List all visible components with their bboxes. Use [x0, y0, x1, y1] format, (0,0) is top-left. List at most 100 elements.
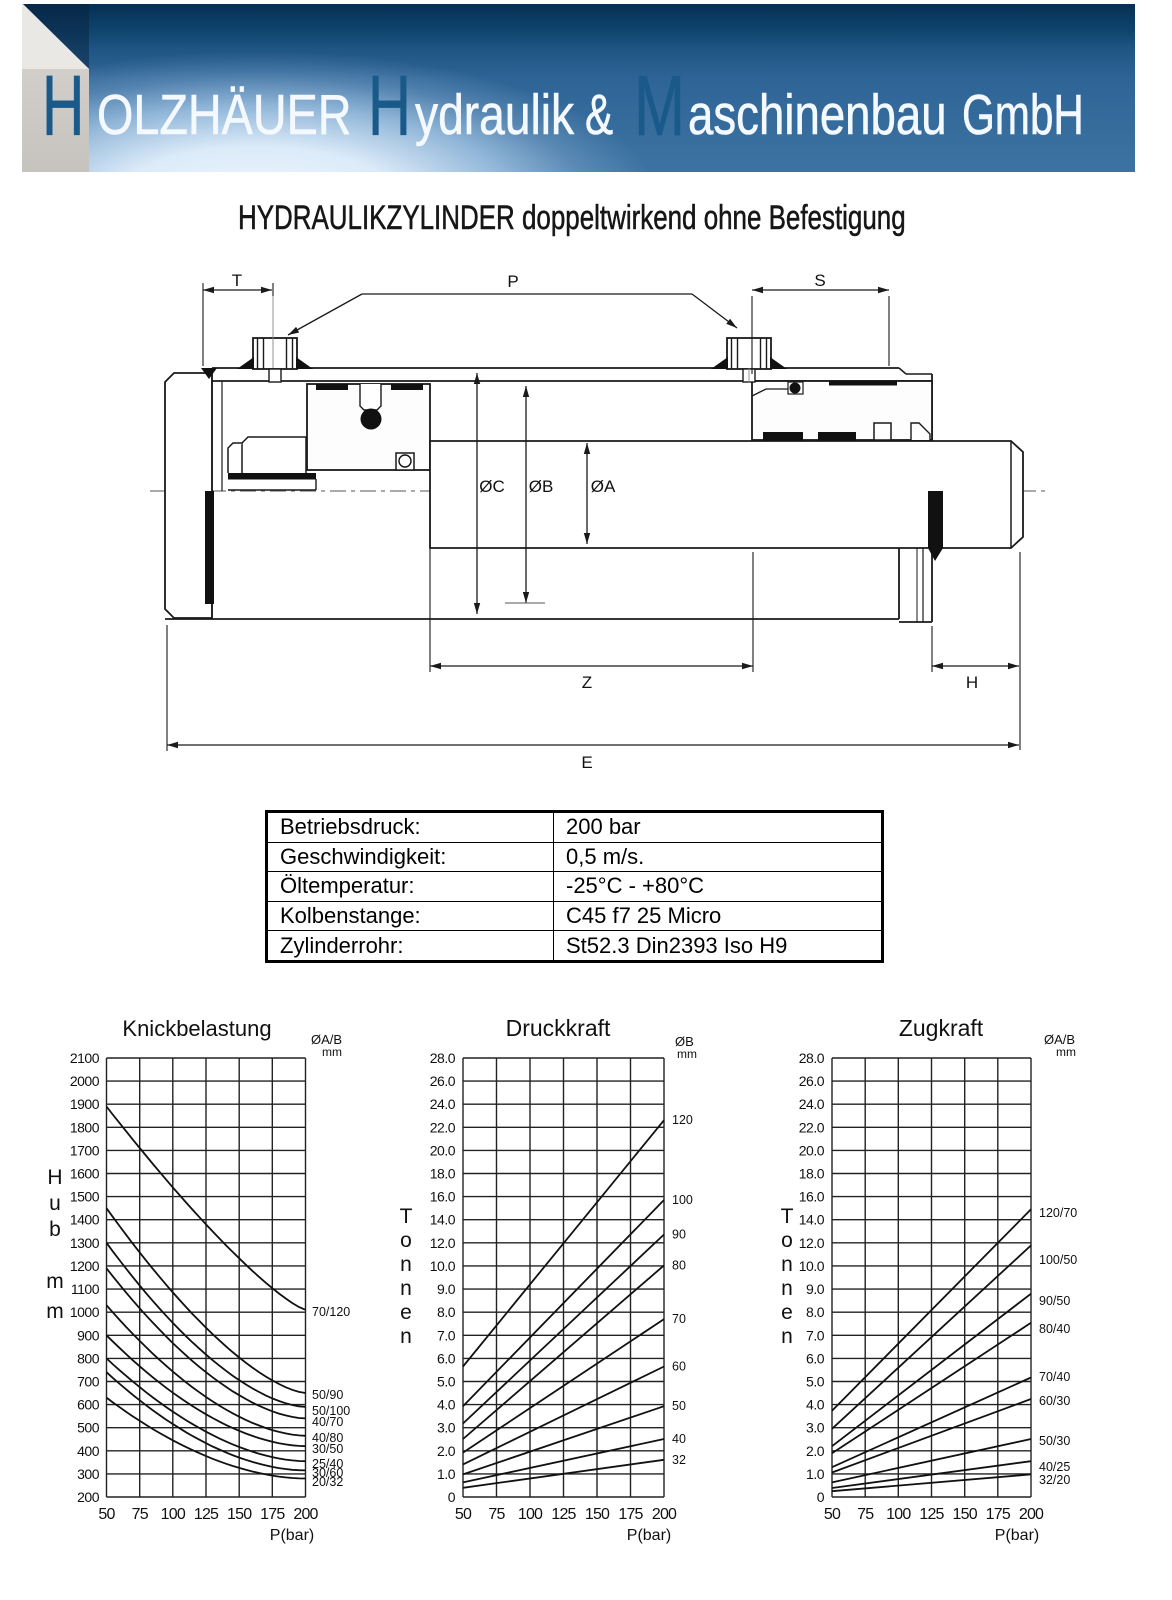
svg-text:40/80: 40/80 [312, 1431, 343, 1445]
svg-text:P(bar): P(bar) [270, 1527, 314, 1544]
svg-text:u: u [49, 1192, 61, 1215]
svg-text:30/60: 30/60 [312, 1466, 343, 1480]
svg-text:100: 100 [518, 1506, 543, 1523]
svg-text:mm: mm [1056, 1045, 1076, 1059]
svg-text:80: 80 [672, 1258, 686, 1272]
svg-text:ØB: ØB [529, 477, 554, 496]
svg-text:120: 120 [672, 1113, 693, 1127]
svg-text:20.0: 20.0 [799, 1142, 825, 1158]
svg-text:Knickbelastung: Knickbelastung [122, 1016, 271, 1041]
svg-text:24.0: 24.0 [430, 1096, 456, 1112]
svg-text:125: 125 [551, 1506, 576, 1523]
svg-text:T: T [400, 1205, 413, 1228]
svg-text:E: E [581, 753, 592, 772]
svg-text:9.0: 9.0 [806, 1281, 825, 1297]
svg-text:90/50: 90/50 [1039, 1294, 1070, 1308]
svg-text:m: m [46, 1270, 64, 1293]
svg-text:4.0: 4.0 [806, 1397, 825, 1413]
svg-text:26.0: 26.0 [799, 1073, 825, 1089]
svg-text:200: 200 [77, 1489, 100, 1505]
svg-text:75: 75 [132, 1506, 149, 1523]
svg-text:80/40: 80/40 [1039, 1322, 1070, 1336]
svg-text:800: 800 [77, 1350, 100, 1366]
svg-text:T: T [232, 271, 242, 290]
svg-text:32/20: 32/20 [1039, 1473, 1070, 1487]
svg-text:100/50: 100/50 [1039, 1253, 1077, 1267]
svg-text:H: H [966, 673, 978, 692]
svg-text:20/32: 20/32 [312, 1475, 343, 1489]
svg-text:26.0: 26.0 [430, 1073, 456, 1089]
svg-text:10.0: 10.0 [430, 1258, 456, 1274]
svg-text:50/30: 50/30 [1039, 1434, 1070, 1448]
svg-text:175: 175 [618, 1506, 643, 1523]
svg-text:50: 50 [824, 1506, 841, 1523]
svg-text:10.0: 10.0 [799, 1258, 825, 1274]
svg-text:500: 500 [77, 1420, 100, 1436]
svg-text:16.0: 16.0 [799, 1189, 825, 1205]
svg-text:2.0: 2.0 [437, 1443, 456, 1459]
svg-text:60/30: 60/30 [1039, 1394, 1070, 1408]
svg-text:0: 0 [817, 1489, 825, 1505]
svg-text:1.0: 1.0 [437, 1466, 456, 1482]
svg-text:1100: 1100 [71, 1281, 100, 1297]
svg-text:40/25: 40/25 [1039, 1460, 1070, 1474]
svg-text:22.0: 22.0 [799, 1119, 825, 1135]
svg-text:150: 150 [585, 1506, 610, 1523]
svg-text:24.0: 24.0 [799, 1096, 825, 1112]
svg-text:H: H [47, 1166, 62, 1189]
svg-text:7.0: 7.0 [437, 1327, 456, 1343]
svg-text:30/50: 30/50 [312, 1442, 343, 1456]
svg-text:ØA: ØA [591, 477, 616, 496]
svg-text:o: o [781, 1229, 793, 1252]
svg-text:1600: 1600 [70, 1166, 100, 1182]
svg-text:b: b [49, 1218, 61, 1241]
svg-text:50/90: 50/90 [312, 1388, 343, 1402]
svg-text:200: 200 [293, 1506, 318, 1523]
svg-text:3.0: 3.0 [437, 1420, 456, 1436]
svg-text:18.0: 18.0 [430, 1166, 456, 1182]
svg-text:ØB: ØB [675, 1034, 694, 1049]
svg-text:50: 50 [455, 1506, 472, 1523]
svg-text:Zugkraft: Zugkraft [899, 1015, 984, 1041]
svg-text:70: 70 [672, 1312, 686, 1326]
svg-text:8.0: 8.0 [806, 1304, 825, 1320]
svg-text:4.0: 4.0 [437, 1397, 456, 1413]
svg-text:75: 75 [857, 1506, 874, 1523]
svg-text:2100: 2100 [70, 1050, 100, 1066]
svg-text:e: e [400, 1301, 412, 1324]
svg-text:n: n [781, 1253, 793, 1276]
svg-text:400: 400 [77, 1443, 100, 1459]
svg-text:5.0: 5.0 [806, 1374, 825, 1390]
svg-text:28.0: 28.0 [799, 1050, 825, 1066]
svg-text:2.0: 2.0 [806, 1443, 825, 1459]
svg-text:25/40: 25/40 [312, 1457, 343, 1471]
svg-text:16.0: 16.0 [430, 1189, 456, 1205]
svg-text:40/70: 40/70 [312, 1415, 343, 1429]
svg-text:n: n [400, 1325, 412, 1348]
svg-text:1000: 1000 [70, 1304, 100, 1320]
svg-text:Druckkraft: Druckkraft [506, 1015, 611, 1041]
svg-text:1800: 1800 [70, 1119, 100, 1135]
svg-text:0: 0 [448, 1489, 456, 1505]
svg-text:200: 200 [652, 1506, 677, 1523]
svg-text:6.0: 6.0 [437, 1350, 456, 1366]
svg-text:14.0: 14.0 [430, 1212, 456, 1228]
svg-text:7.0: 7.0 [806, 1327, 825, 1343]
svg-text:175: 175 [260, 1506, 285, 1523]
svg-text:P(bar): P(bar) [627, 1527, 671, 1544]
svg-text:e: e [781, 1301, 793, 1324]
svg-text:70/40: 70/40 [1039, 1370, 1070, 1384]
svg-text:100: 100 [886, 1506, 911, 1523]
svg-text:300: 300 [77, 1466, 100, 1482]
svg-text:14.0: 14.0 [799, 1212, 825, 1228]
svg-text:100: 100 [161, 1506, 186, 1523]
svg-text:1.0: 1.0 [806, 1466, 825, 1482]
svg-text:200: 200 [1019, 1506, 1044, 1523]
svg-text:T: T [781, 1205, 794, 1228]
svg-text:n: n [781, 1325, 793, 1348]
svg-text:ØA/B: ØA/B [311, 1032, 342, 1047]
svg-text:125: 125 [194, 1506, 219, 1523]
svg-text:Z: Z [582, 673, 592, 692]
svg-text:P: P [507, 272, 518, 291]
svg-text:9.0: 9.0 [437, 1281, 456, 1297]
